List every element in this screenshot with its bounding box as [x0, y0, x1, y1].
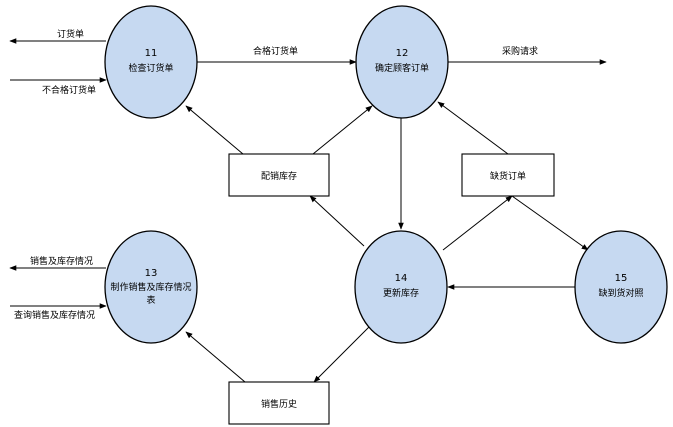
flow-unqualified-label: 不合格订货单 [42, 84, 96, 96]
process-15-number: 15 [615, 273, 628, 284]
process-15-label: 缺到货对照 [598, 287, 643, 299]
process-13: 13 制作销售及库存情况 表 [104, 230, 198, 344]
store-backorders-label: 缺货订单 [490, 170, 526, 182]
process-13-number: 13 [145, 268, 158, 279]
process-14-number: 14 [395, 273, 408, 284]
flow-p14-to-hist [313, 323, 373, 383]
process-14-label: 更新库存 [383, 287, 419, 299]
store-inventory-label: 配销库存 [261, 170, 297, 182]
process-13-label-line2: 表 [146, 294, 155, 306]
flow-inv-to-p11 [185, 105, 244, 155]
store-history-label: 销售历史 [261, 398, 297, 410]
flow-query-label: 查询销售及库存情况 [14, 309, 95, 321]
process-13-label: 制作销售及库存情况 [110, 281, 191, 293]
process-14: 14 更新库存 [354, 230, 448, 344]
flow-p14-to-inv [309, 195, 365, 247]
store-sales-history: 销售历史 [228, 381, 330, 425]
flow-back-to-p12 [437, 101, 509, 155]
process-12: 12 确定顾客订单 [355, 5, 449, 119]
store-backorders: 缺货订单 [461, 153, 555, 197]
process-11-number: 11 [145, 48, 158, 59]
flow-inv-to-p12 [312, 105, 373, 155]
flow-qualified-label: 合格订货单 [253, 45, 298, 57]
process-11: 11 检查订货单 [104, 5, 198, 119]
flow-hist-to-p13 [185, 331, 246, 383]
flow-sales-out-label: 销售及库存情况 [30, 255, 93, 267]
flow-purchase-label: 采购请求 [502, 45, 538, 57]
process-12-number: 12 [396, 48, 409, 59]
store-distribution-inventory: 配销库存 [228, 153, 330, 197]
process-11-label: 检查订货单 [128, 62, 173, 74]
flow-order-out-label: 订货单 [57, 28, 84, 40]
flow-p14-to-back [442, 195, 513, 251]
process-15: 15 缺到货对照 [574, 230, 668, 344]
process-12-label: 确定顾客订单 [375, 62, 429, 74]
flow-back-to-p15 [511, 195, 589, 251]
